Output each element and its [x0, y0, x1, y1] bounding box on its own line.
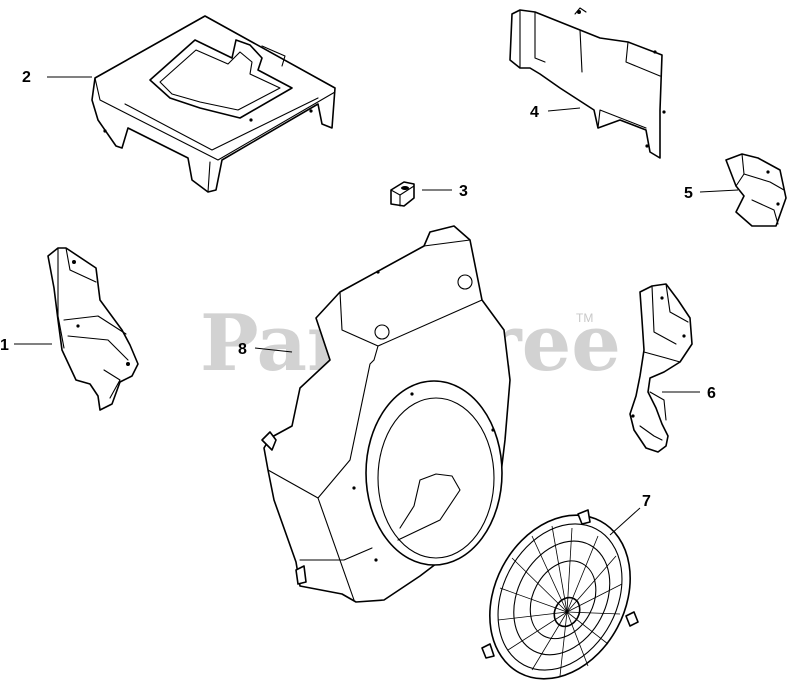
- watermark-tm: TM: [576, 311, 593, 325]
- callout-leaders: [14, 76, 739, 536]
- part-8-blower-housing[interactable]: [261, 225, 511, 603]
- part-2-top-shroud[interactable]: [91, 15, 336, 193]
- callout-7: 7: [642, 493, 651, 510]
- part-6-side-baffle[interactable]: [629, 283, 693, 453]
- part-4-baffle[interactable]: [509, 7, 666, 159]
- callout-4: 4: [530, 104, 539, 121]
- part-5-bracket[interactable]: [725, 153, 787, 227]
- callout-1: 1: [0, 337, 9, 354]
- part-1-side-baffle[interactable]: [47, 247, 139, 411]
- part-3-grommet[interactable]: [390, 181, 415, 207]
- callout-2: 2: [22, 69, 31, 86]
- callout-6: 6: [707, 385, 716, 402]
- callout-8: 8: [238, 341, 247, 358]
- callout-3: 3: [459, 183, 468, 200]
- callout-labels: 2 4 3 5 1 8 6 7: [0, 69, 716, 510]
- fan-guard-spokes: [497, 525, 623, 677]
- callout-5: 5: [684, 185, 693, 202]
- part-7-fan-guard[interactable]: [462, 491, 658, 685]
